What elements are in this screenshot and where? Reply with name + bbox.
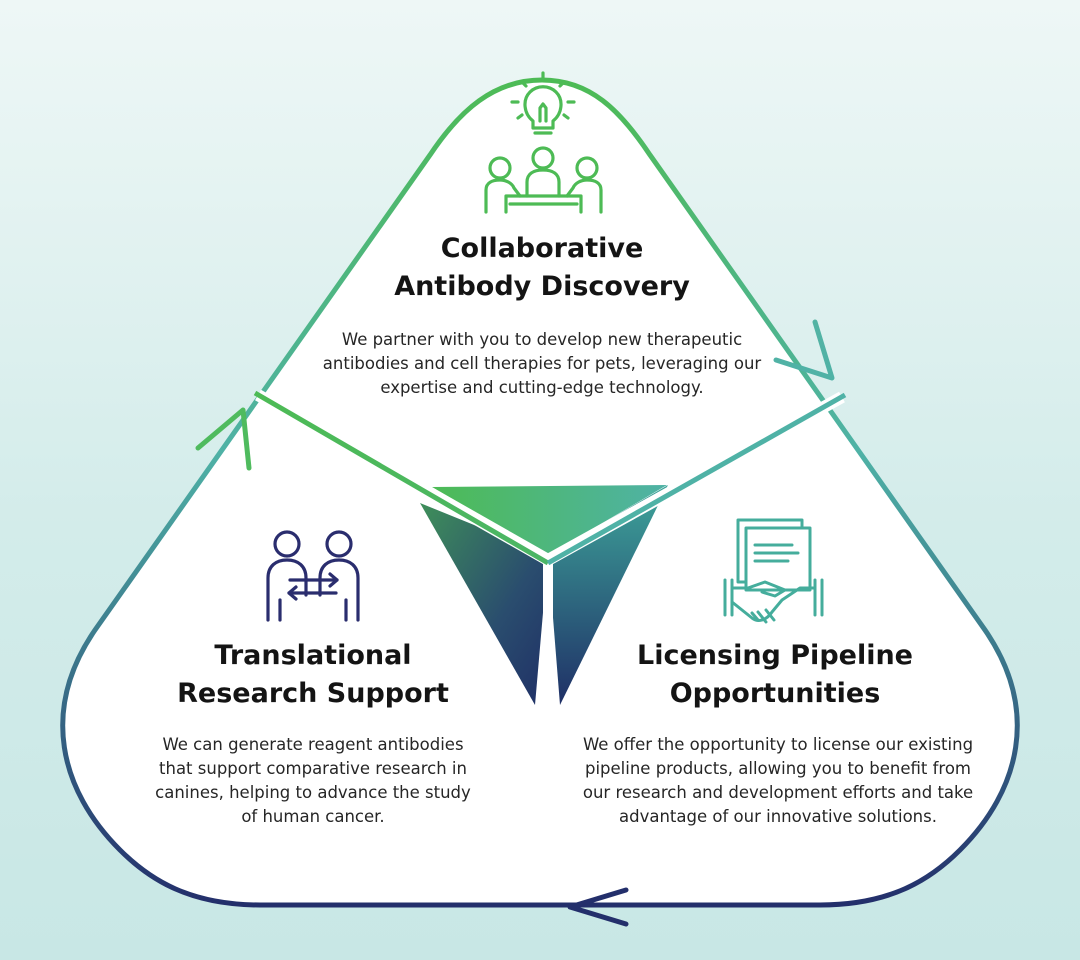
arrow-left-up xyxy=(195,407,252,471)
licensing-title-line-2: Opportunities xyxy=(669,678,881,709)
collaborative-title-line-1: Collaborative xyxy=(440,233,644,264)
lightbulb-team-icon xyxy=(484,71,603,214)
collaborative-description-line-3: expertise and cutting-edge technology. xyxy=(380,378,704,397)
center-triangle-left xyxy=(420,503,548,705)
translational-title-line-2: Research Support xyxy=(177,678,449,709)
translational-description-line-3: canines, helping to advance the study xyxy=(155,783,471,802)
arrow-bottom-left xyxy=(567,887,629,927)
licensing-description-line-1: We offer the opportunity to license our … xyxy=(582,735,974,754)
collaborative-title: Collaborative Antibody Discovery xyxy=(342,230,742,306)
handshake-document-icon xyxy=(723,518,824,624)
collaborative-description-line-2: antibodies and cell therapies for pets, … xyxy=(322,354,762,373)
collaborative-title-line-2: Antibody Discovery xyxy=(394,271,690,302)
translational-title: Translational Research Support xyxy=(160,637,466,713)
divider-top-left xyxy=(253,390,550,566)
licensing-description-line-3: our research and development efforts and… xyxy=(582,783,974,802)
licensing-title-line-1: Licensing Pipeline xyxy=(637,640,913,671)
licensing-title: Licensing Pipeline Opportunities xyxy=(620,637,930,713)
translational-title-line-1: Translational xyxy=(214,640,412,671)
collaborative-description: We partner with you to develop new thera… xyxy=(292,328,792,400)
center-triangle-top xyxy=(432,485,667,555)
licensing-description: We offer the opportunity to license our … xyxy=(568,733,988,829)
licensing-description-line-4: advantage of our innovative solutions. xyxy=(619,807,937,826)
translational-description-line-4: of human cancer. xyxy=(241,807,385,826)
translational-description-line-2: that support comparative research in xyxy=(159,759,467,778)
divider-top-right xyxy=(546,392,847,566)
translational-description-line-1: We can generate reagent antibodies xyxy=(162,735,464,754)
arrow-right-down xyxy=(773,319,835,381)
people-exchange-icon xyxy=(266,530,360,622)
translational-description: We can generate reagent antibodies that … xyxy=(140,733,486,829)
licensing-description-line-2: pipeline products, allowing you to benef… xyxy=(585,759,971,778)
collaborative-description-line-1: We partner with you to develop new thera… xyxy=(341,330,743,349)
